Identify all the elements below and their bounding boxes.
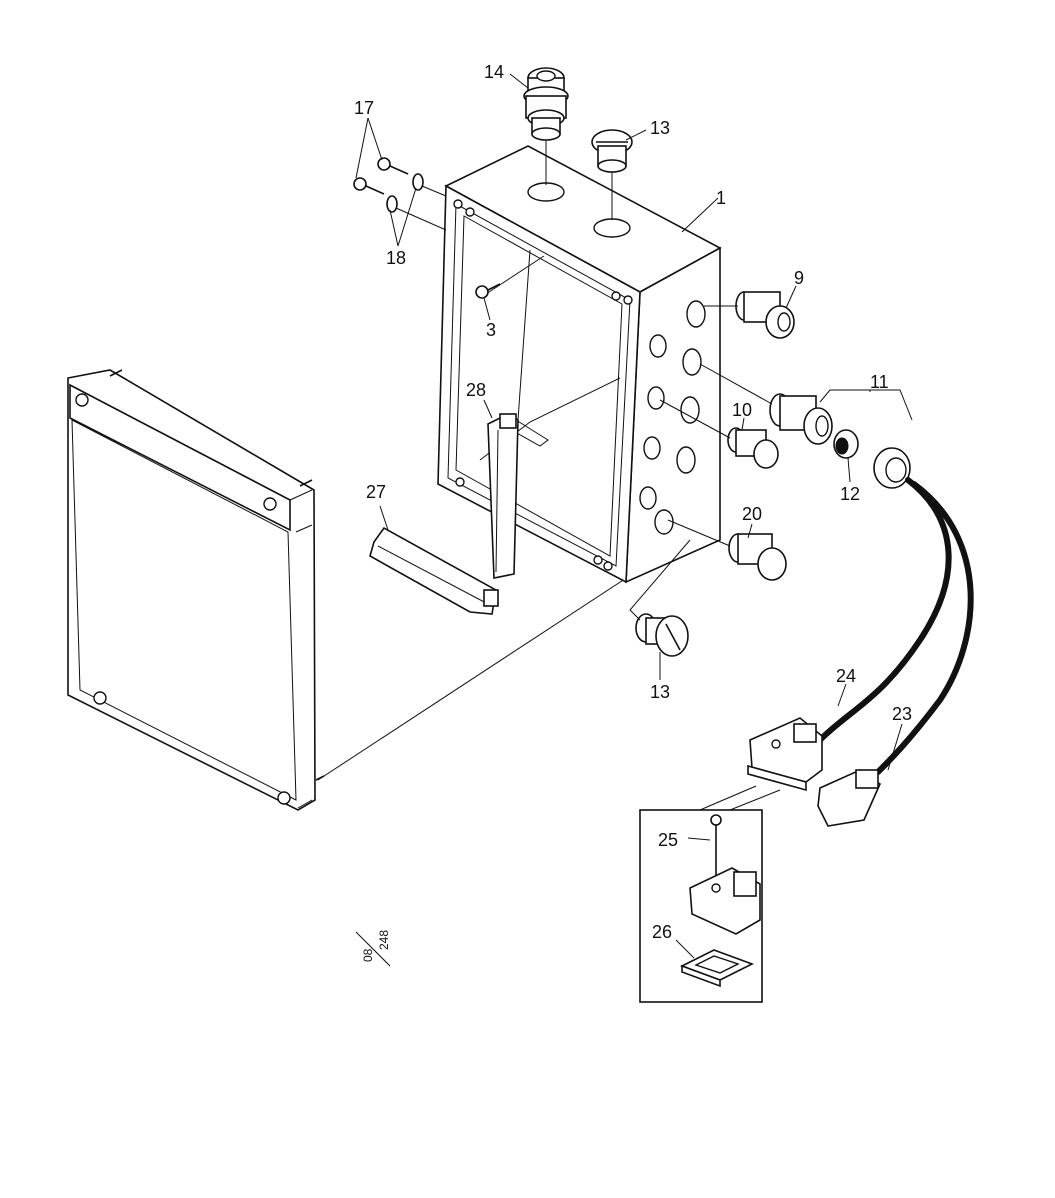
- cable-gland-20: [667, 519, 787, 581]
- detail-inset-box: [639, 785, 781, 1003]
- drawing-code-numerator: 08: [361, 948, 375, 962]
- callout-10: 10: [732, 400, 752, 420]
- grommet-12: [833, 429, 859, 459]
- cable-gland-9: [704, 291, 795, 339]
- callout-9: 9: [794, 268, 804, 288]
- callout-3: 3: [486, 320, 496, 340]
- leader-lines: [355, 73, 913, 959]
- cable-24: [817, 477, 952, 743]
- callout-20: 20: [742, 504, 762, 524]
- screws-and-washers: [353, 157, 447, 231]
- screw-3: [475, 283, 501, 299]
- blanking-plug-13-lower: [629, 539, 691, 657]
- enclosure-box: [437, 145, 722, 584]
- blanking-plug-13-top: [591, 129, 633, 220]
- callout-25: 25: [658, 830, 678, 850]
- callout-28: 28: [466, 380, 486, 400]
- callout-17: 17: [354, 98, 374, 118]
- callout-11: 11: [870, 372, 889, 392]
- callout-13-lower: 13: [650, 682, 670, 702]
- terminal-block-27: [369, 526, 499, 615]
- callout-23: 23: [892, 704, 912, 724]
- callout-18: 18: [386, 248, 406, 268]
- callout-13-top: 13: [650, 118, 670, 138]
- callout-26: 26: [652, 922, 672, 942]
- front-cover-panel: [67, 369, 325, 811]
- callout-14: 14: [484, 62, 504, 82]
- gland-nut-11: [873, 447, 911, 489]
- cable-gland-11: [699, 363, 833, 445]
- connector-23: [817, 769, 881, 827]
- terminal-block-28: [487, 413, 519, 579]
- cable-gland-14: [523, 67, 569, 185]
- connector-24: [747, 717, 823, 792]
- cable-23: [875, 481, 974, 775]
- cable-gland-10: [659, 399, 779, 469]
- drawing-code-denominator: 248: [377, 930, 391, 950]
- drawing-code: 08 248: [355, 930, 391, 967]
- callout-12: 12: [840, 484, 860, 504]
- callout-27: 27: [366, 482, 386, 502]
- callout-24: 24: [836, 666, 856, 686]
- callout-1: 1: [716, 188, 726, 208]
